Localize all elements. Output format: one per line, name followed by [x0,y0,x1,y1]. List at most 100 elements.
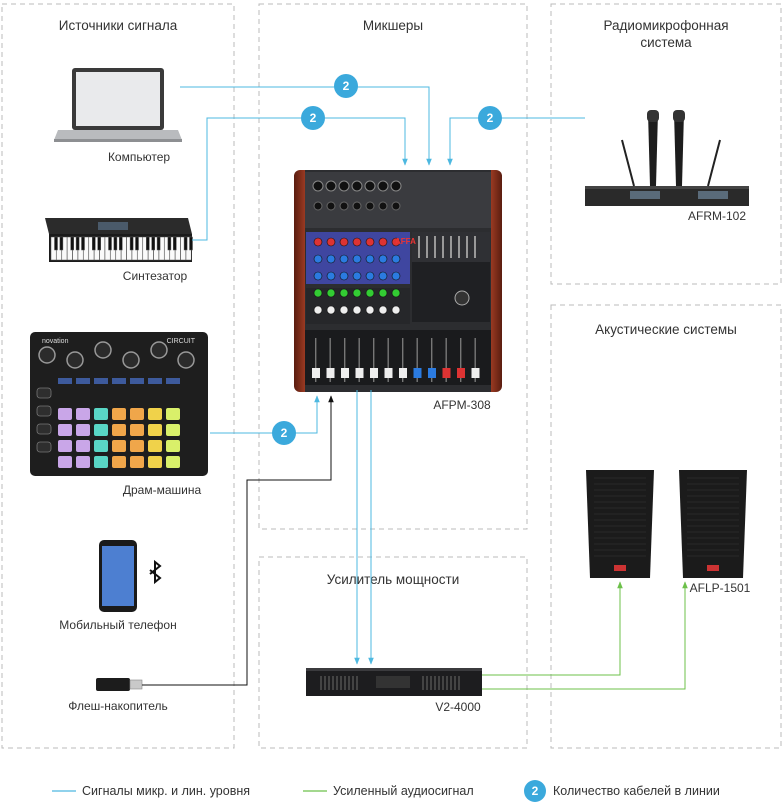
mixer-fader-track [387,338,389,382]
frame-amplifier [258,556,528,749]
section-title-radio-2: система [640,35,692,50]
synth-black-key [81,236,85,251]
mixer-fader-track [344,338,346,382]
line-synth [192,117,408,241]
amp-vent [336,676,338,690]
drum-pad [76,440,90,452]
drum-pad [112,408,126,420]
mixer-fader-cap [428,368,436,378]
mixer-knob [378,237,388,247]
mixer-knob [326,288,336,298]
mixer-icon: AFFA [294,170,502,392]
amp-vent [446,676,448,690]
line-drum [210,395,320,434]
synth-black-key [183,236,188,251]
synth-black-key [189,236,193,251]
mixer-fader-track [445,338,447,382]
mixer-eq-slider [474,236,476,258]
amp-vent [422,676,424,690]
line-amp-speaker-2 [482,581,688,690]
synth-black-key [156,236,161,251]
drum-top-button [58,378,72,384]
amplified-lines [482,581,688,690]
mixer-fader-cap [399,368,407,378]
mixer-eq-slider [434,236,436,258]
device-label-radio: AFRM-102 [688,209,746,223]
mixer-xlr [364,180,376,192]
mixer-eq-slider [458,236,460,258]
drum-brand-novation: novation [42,338,69,345]
drum-pad [148,440,162,452]
drum-pad [166,456,180,468]
synth-black-key [135,236,139,251]
frame-sources [1,3,235,749]
device-label-amp: V2-4000 [435,700,481,714]
device-label-drum: Драм-машина [123,483,202,497]
amp-vent [426,676,428,690]
drum-pad [76,424,90,436]
cable-count-badge-radio: 2 [478,106,502,130]
frame-speakers [550,304,782,749]
drum-side-button [36,405,52,417]
synth-black-key [146,236,150,251]
bluetooth-icon [149,559,162,585]
legend-badge [524,780,546,802]
mixer-knob [326,271,336,281]
mixer-knob [352,305,362,315]
mixer-fader-cap [341,368,349,378]
svg-text:2: 2 [281,426,288,440]
synth-black-key [59,236,64,251]
mixer-jack [313,201,323,211]
svg-text:2: 2 [310,111,317,125]
drum-pad [58,456,72,468]
drum-pad [130,456,144,468]
mixer-eq-slider [426,236,428,258]
mixer-fader-track [402,338,404,382]
drum-pad [166,408,180,420]
drum-top-button [112,378,126,384]
mixer-knob [313,288,323,298]
amp-vent [340,676,342,690]
drum-pad [112,424,126,436]
device-label-phone: Мобильный телефон [59,618,176,632]
mixer-knob [365,288,375,298]
amplifier-icon [306,668,482,696]
drum-pad [76,456,90,468]
mixer-eq-slider [418,236,420,258]
mixer-knob [313,305,323,315]
synth-black-key [70,236,74,251]
drum-top-button [94,378,108,384]
device-label-flash: Флеш-накопитель [68,699,167,713]
device-label-speakers: AFLP-1501 [690,581,751,595]
mixer-eq-slider [466,236,468,258]
mixer-knob [352,288,362,298]
mixer-knob [339,254,349,264]
synth-black-key [167,236,172,251]
mixer-knob [339,288,349,298]
drum-pad [76,408,90,420]
synth-black-key [173,236,177,251]
cable-count-badge-synth: 2 [301,106,325,130]
drum-pad [130,440,144,452]
mixer-knob [326,305,336,315]
mixer-fader-track [474,338,476,382]
drum-pad [58,424,72,436]
mixer-jack [339,201,349,211]
drum-machine-icon: novation CIRCUIT [30,332,208,476]
mixer-knob [326,254,336,264]
legend-badge-text: Количество кабелей в линии [553,784,720,798]
synth-black-key [92,236,96,251]
mixer-knob [391,271,401,281]
mixer-fader-track [431,338,433,382]
amp-vent [324,676,326,690]
drum-pad [94,408,108,420]
drum-top-button [166,378,180,384]
legend-blue-text: Сигналы микр. и лин. уровня [82,784,250,798]
amp-vent [438,676,440,690]
mixer-knob [339,271,349,281]
amp-vent [356,676,358,690]
mixer-knob [378,271,388,281]
drum-pad [166,440,180,452]
laptop-icon [54,68,182,142]
mixer-knob [365,305,375,315]
